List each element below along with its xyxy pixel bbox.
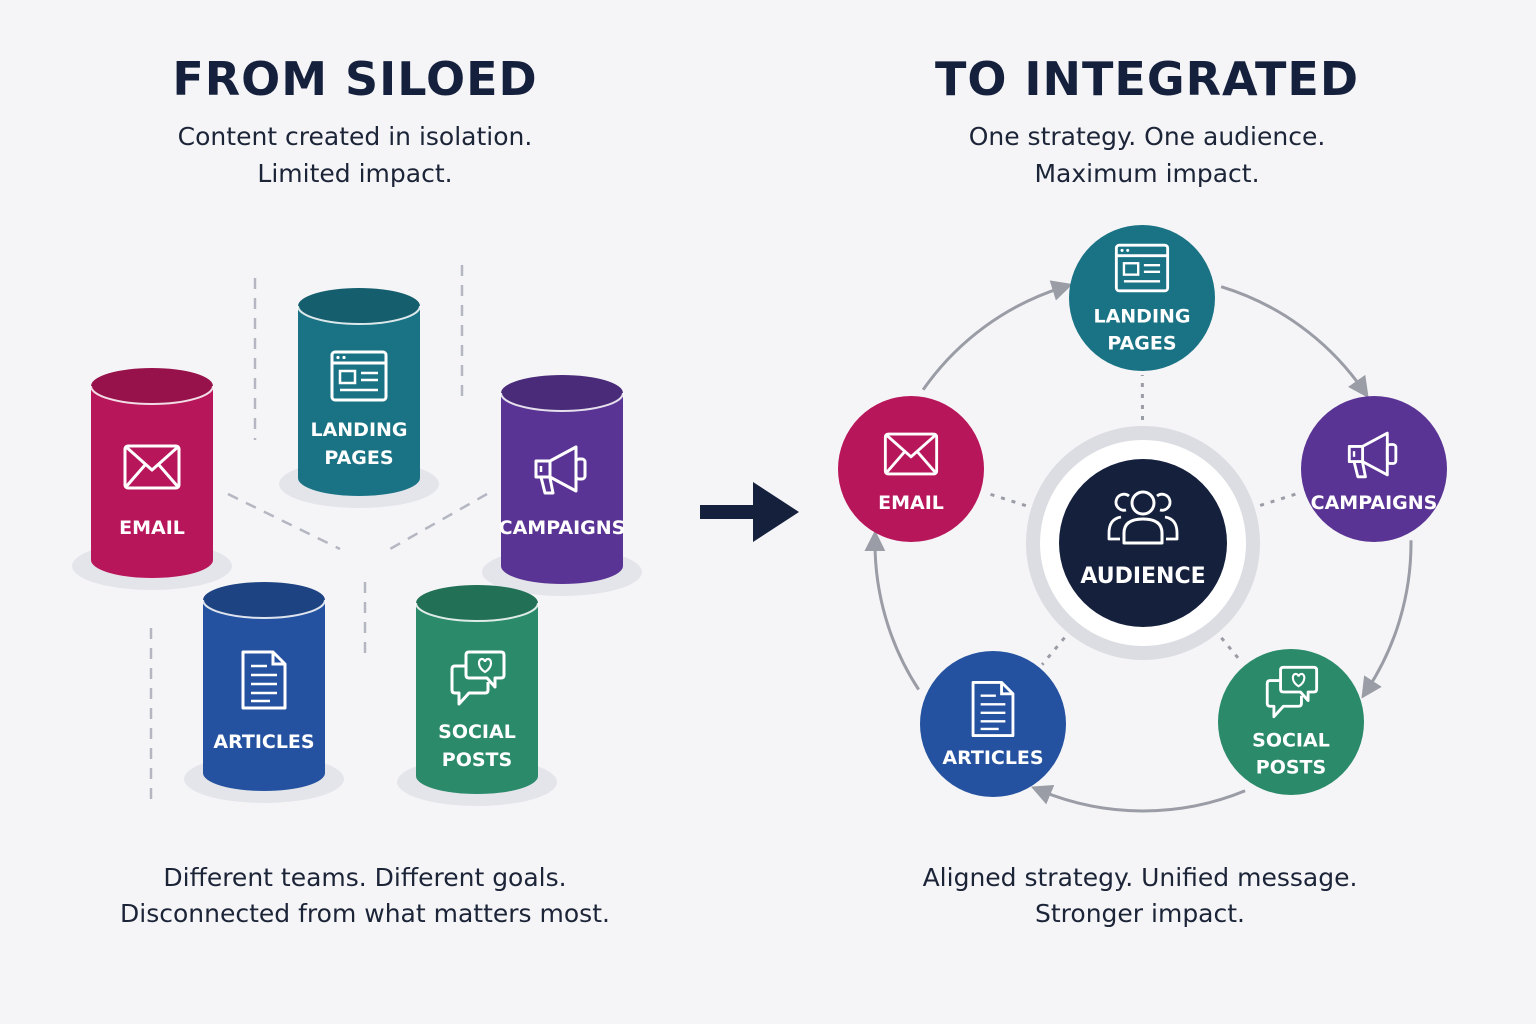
envelope-icon — [883, 432, 939, 476]
left-subtitle: Content created in isolation. Limited im… — [5, 118, 705, 192]
node-label: SOCIAL — [438, 721, 516, 743]
node-label: POSTS — [442, 749, 512, 771]
left-subtitle-line: Limited impact. — [257, 159, 453, 188]
left-footer-line: Different teams. Different goals. — [163, 863, 567, 892]
right-title: TO INTEGRATED — [934, 52, 1360, 106]
cycle-arrows — [864, 280, 1413, 813]
silo-rim — [202, 599, 326, 619]
silo-separators — [149, 265, 488, 800]
left-subtitle-line: Content created in isolation. — [177, 122, 533, 151]
dotted-connector — [983, 490, 1037, 511]
node-label: ARTICLES — [213, 731, 314, 753]
silo-body — [91, 386, 213, 578]
silo-rim — [90, 385, 214, 405]
node-label: LANDING — [310, 419, 407, 441]
silo-body — [203, 600, 325, 791]
node-label: PAGES — [1107, 333, 1176, 355]
node-circle — [838, 396, 984, 542]
left-title: FROM SILOED — [172, 52, 538, 106]
cycle-arrow — [864, 530, 920, 691]
cycle-arrow — [1030, 784, 1246, 813]
hub-connectors — [983, 374, 1302, 666]
right-subtitle-line: Maximum impact. — [1034, 159, 1260, 188]
cycle-arrow — [921, 280, 1073, 391]
browser-window-icon — [330, 350, 388, 402]
node-label: POSTS — [1256, 757, 1326, 779]
node-campaigns: CAMPAIGNS — [1301, 396, 1447, 542]
cycle-arrow — [1220, 285, 1369, 399]
dotted-connector — [1040, 628, 1073, 666]
right-subtitle-line: One strategy. One audience. — [968, 122, 1326, 151]
silo-articles: ARTICLES — [184, 582, 344, 803]
right-subtitle: One strategy. One audience. Maximum impa… — [797, 118, 1497, 192]
node-circle — [920, 651, 1066, 797]
arrow-right-icon — [700, 482, 799, 542]
node-circle — [1218, 649, 1364, 795]
left-footer: Different teams. Different goals. Discon… — [15, 860, 715, 932]
chat-heart-icon — [1265, 665, 1319, 719]
silo-email: EMAIL — [72, 368, 232, 590]
node-label: SOCIAL — [1252, 730, 1330, 752]
node-label: CAMPAIGNS — [499, 517, 626, 539]
node-label: PAGES — [324, 447, 393, 469]
silo-social-posts: SOCIAL POSTS — [397, 585, 557, 806]
dotted-connector — [1213, 628, 1244, 664]
browser-window-icon — [1114, 243, 1170, 293]
silo-landing-pages: LANDING PAGES — [279, 288, 439, 508]
node-label: ARTICLES — [942, 747, 1043, 769]
node-articles: ARTICLES — [920, 651, 1066, 797]
node-label: EMAIL — [878, 492, 944, 514]
node-email: EMAIL — [838, 396, 984, 542]
megaphone-icon — [1347, 431, 1398, 479]
node-label: EMAIL — [119, 517, 185, 539]
left-footer-line: Disconnected from what matters most. — [120, 899, 610, 928]
node-label: LANDING — [1093, 306, 1190, 328]
dotted-connector — [1249, 491, 1302, 511]
node-circle — [1069, 225, 1215, 371]
chat-heart-icon — [450, 650, 506, 706]
silo-top — [501, 375, 623, 411]
silo-top — [203, 582, 325, 618]
document-icon — [241, 650, 287, 710]
dashed-separator — [227, 492, 341, 551]
silo-campaigns: CAMPAIGNS — [482, 375, 642, 596]
silo-body — [416, 603, 538, 794]
audience-hub: AUDIENCE — [1026, 426, 1260, 660]
node-landing-pages: LANDING PAGES — [1069, 225, 1215, 371]
cycle-arrow — [1361, 540, 1413, 699]
people-group-icon — [1107, 490, 1179, 545]
silo-rim — [415, 602, 539, 622]
node-social-posts: SOCIAL POSTS — [1218, 649, 1364, 795]
silo-top — [416, 585, 538, 621]
right-footer-line: Stronger impact. — [1035, 899, 1245, 928]
megaphone-icon — [534, 445, 587, 495]
silo-body — [501, 393, 623, 584]
node-label: CAMPAIGNS — [1311, 492, 1438, 514]
document-icon — [971, 680, 1015, 738]
silo-top — [298, 288, 420, 324]
right-footer-line: Aligned strategy. Unified message. — [922, 863, 1358, 892]
hub-label: AUDIENCE — [1080, 564, 1205, 589]
silo-top — [91, 368, 213, 404]
silo-rim — [297, 305, 421, 325]
envelope-icon — [123, 444, 181, 490]
right-footer: Aligned strategy. Unified message. Stron… — [790, 860, 1490, 932]
silo-rim — [500, 392, 624, 412]
